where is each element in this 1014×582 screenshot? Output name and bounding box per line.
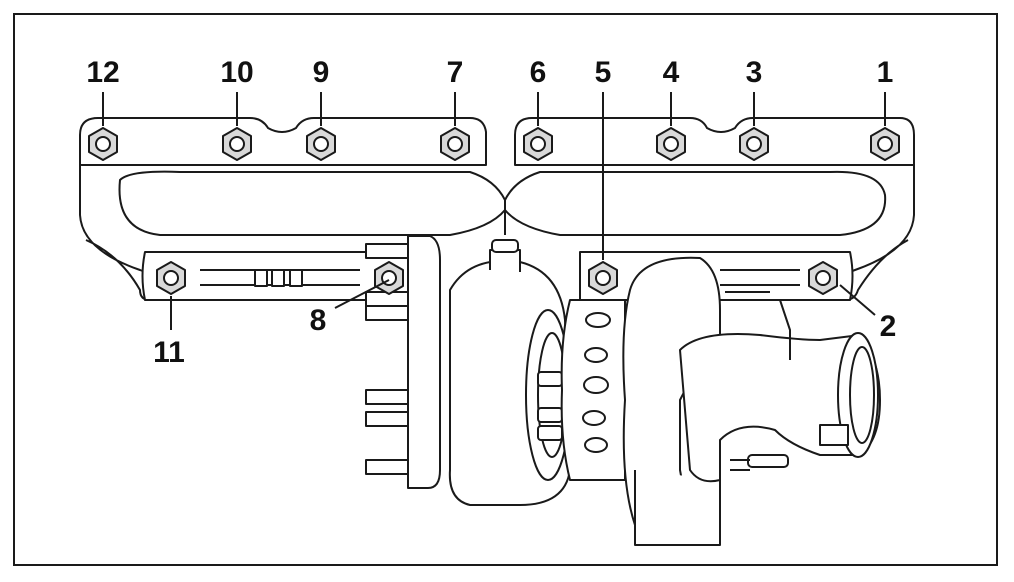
nut-2 <box>808 261 838 295</box>
callout-3: 3 <box>745 56 763 89</box>
turbine-housing <box>448 239 571 506</box>
nut-8 <box>374 261 404 295</box>
compressor-housing <box>622 256 881 546</box>
callout-8: 8 <box>309 304 327 337</box>
nut-6 <box>523 127 553 161</box>
nut-7 <box>440 127 470 161</box>
nut-1 <box>870 127 900 161</box>
manifest-upper-flange <box>79 117 915 166</box>
nut-3 <box>739 127 769 161</box>
nut-4 <box>656 127 686 161</box>
callout-2: 2 <box>879 310 897 343</box>
callout-11: 11 <box>153 336 185 369</box>
nut-5 <box>588 261 618 295</box>
nut-10 <box>222 127 252 161</box>
nut-11 <box>156 261 186 295</box>
bearing-housing <box>560 299 626 481</box>
callout-9: 9 <box>312 56 330 89</box>
callout-10: 10 <box>220 56 254 89</box>
nut-12 <box>88 127 118 161</box>
callout-4: 4 <box>662 56 680 89</box>
nut-9 <box>306 127 336 161</box>
callout-6: 6 <box>529 56 547 89</box>
callout-12: 12 <box>86 56 120 89</box>
leader-lines <box>102 92 886 330</box>
manifest-runners <box>79 150 915 301</box>
callout-1: 1 <box>876 56 894 89</box>
callout-7: 7 <box>446 56 464 89</box>
callout-5: 5 <box>594 56 612 89</box>
